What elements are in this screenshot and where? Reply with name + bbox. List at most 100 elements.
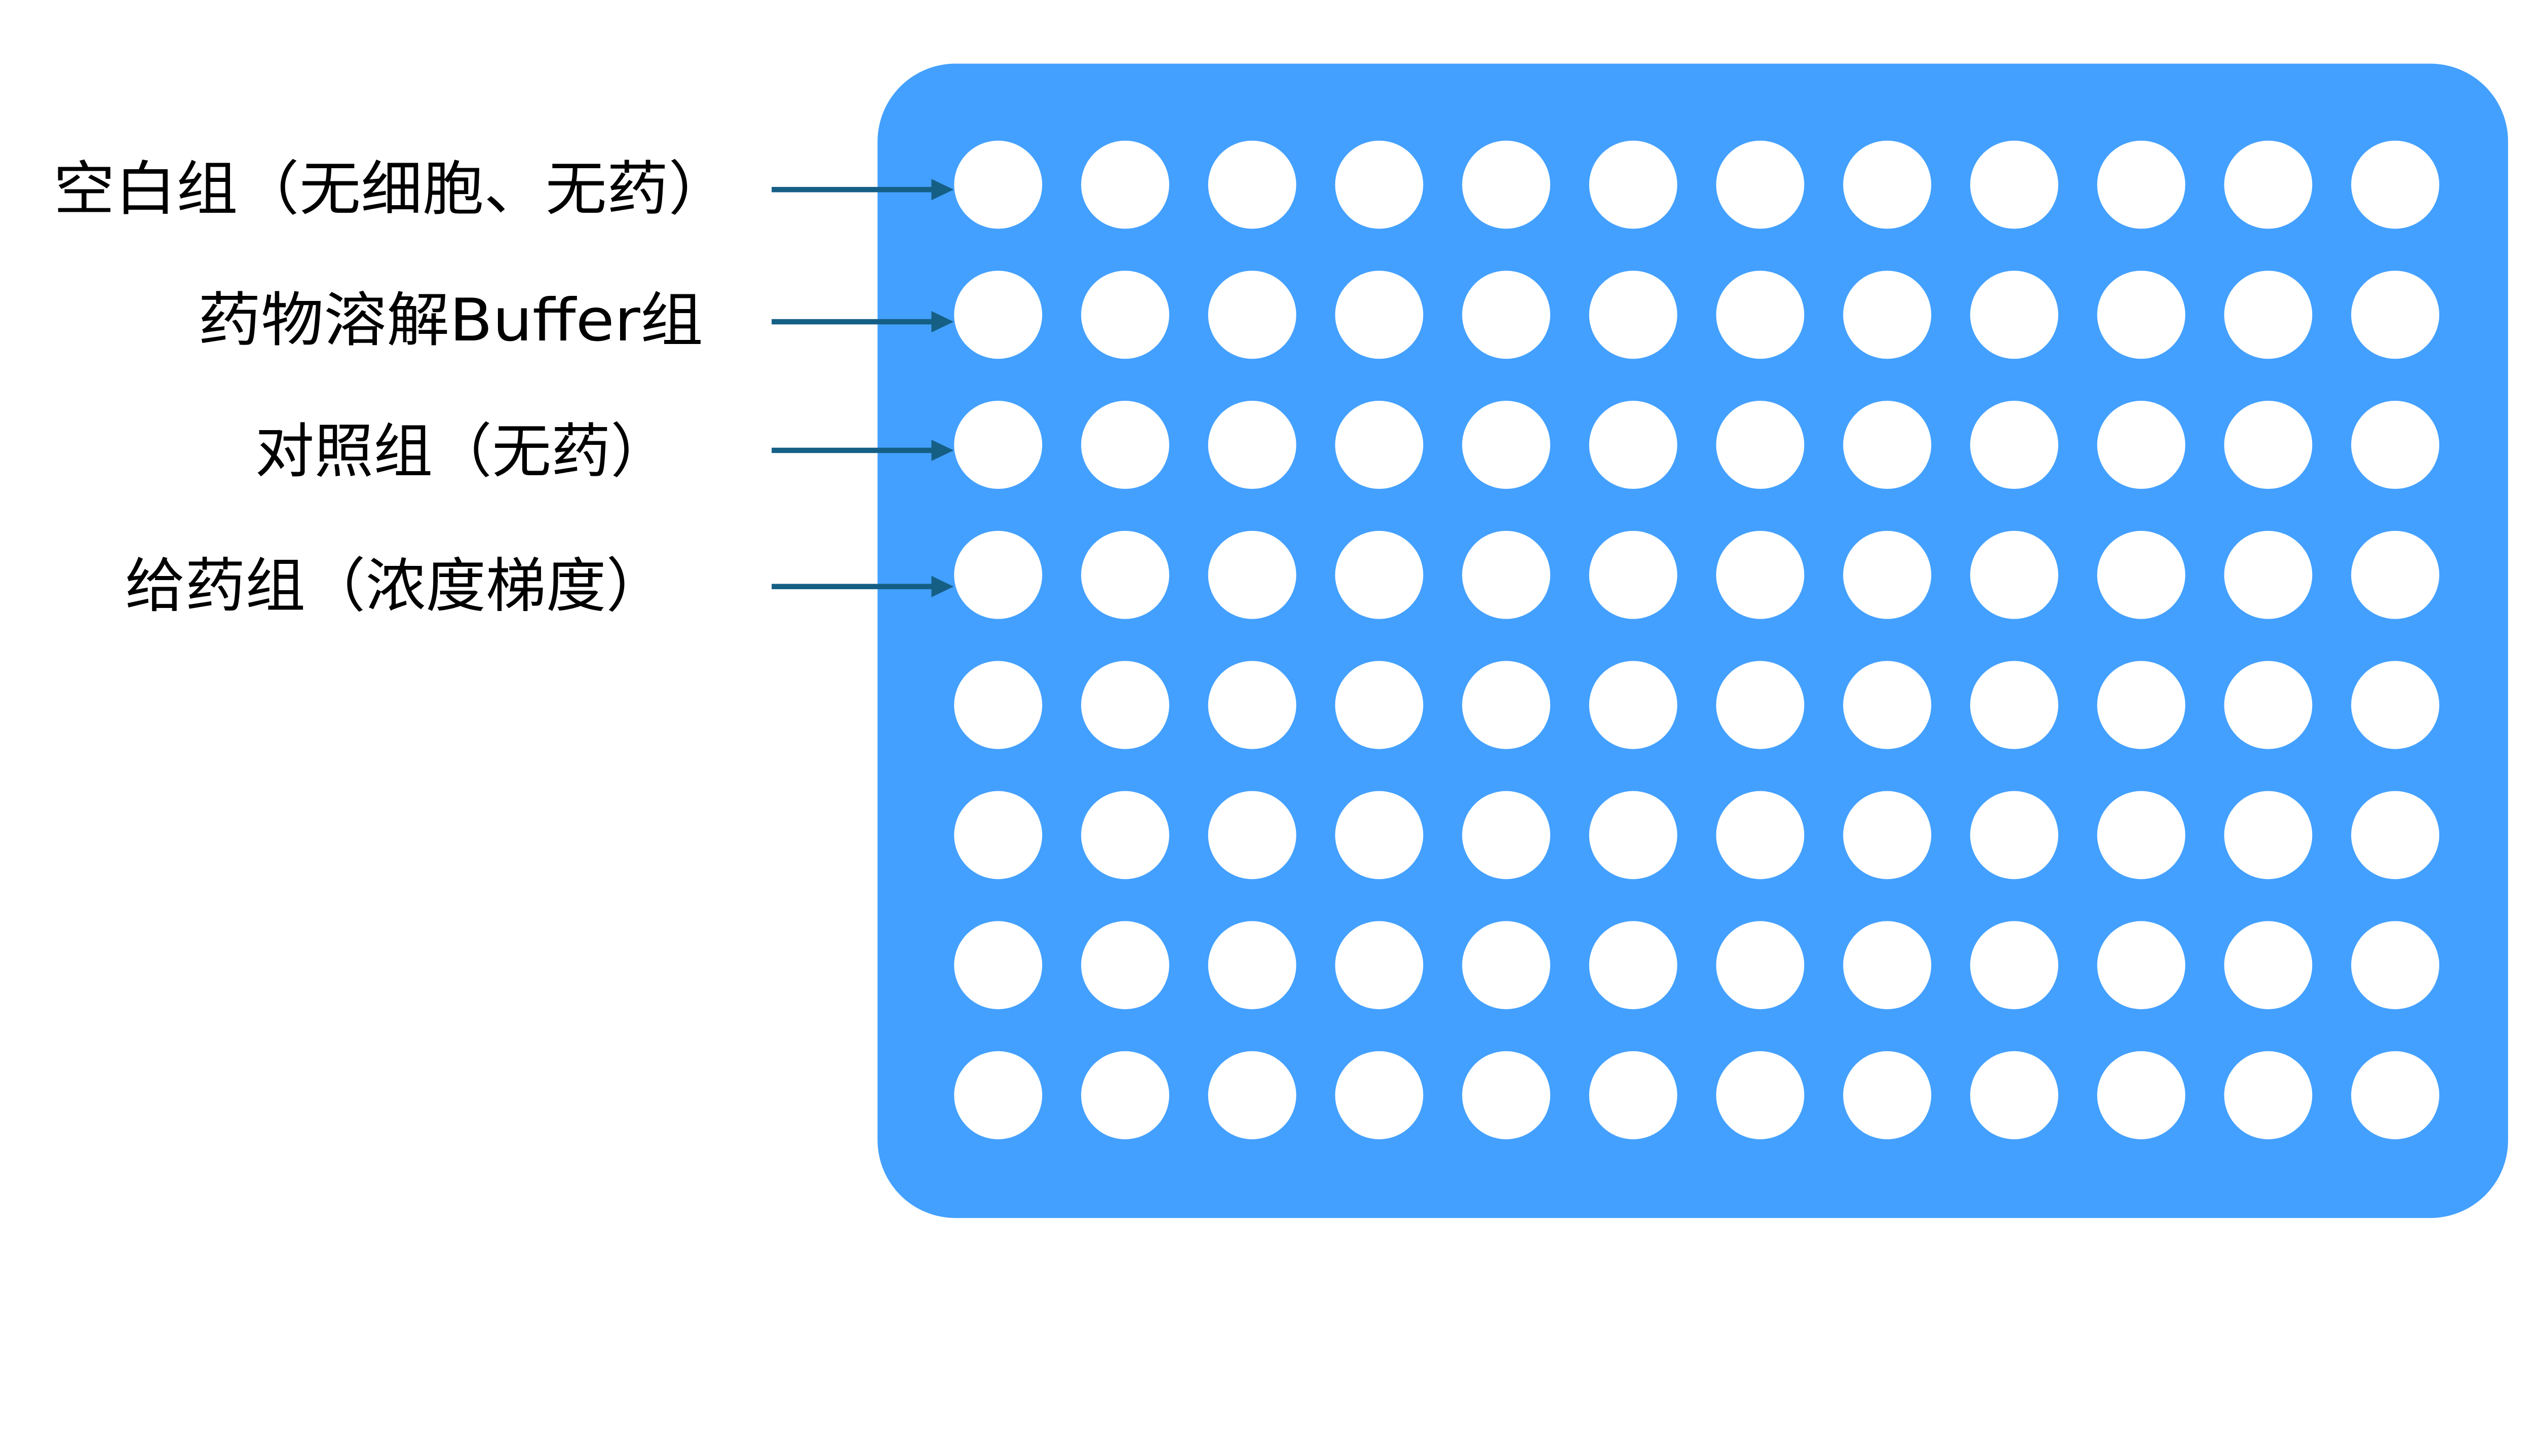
well: [1843, 271, 1932, 359]
arrow-head-icon: [931, 179, 954, 201]
well-plate: [877, 63, 2508, 1218]
well: [2224, 140, 2313, 229]
well: [1589, 401, 1677, 489]
well: [2224, 1051, 2313, 1139]
well: [1589, 140, 1677, 229]
well: [2224, 271, 2313, 359]
well: [1716, 661, 1805, 749]
well: [954, 1051, 1043, 1139]
well: [2097, 661, 2185, 749]
well: [1335, 530, 1424, 619]
well: [2097, 921, 2185, 1010]
well: [1462, 530, 1551, 619]
well: [2351, 401, 2439, 489]
well: [1716, 921, 1805, 1010]
well: [1208, 530, 1296, 619]
well: [1208, 271, 1296, 359]
arrow-blank-group: [772, 179, 954, 201]
well: [1970, 921, 2058, 1010]
arrow-head-icon: [931, 439, 954, 462]
well: [1081, 1051, 1169, 1139]
well: [1335, 1051, 1424, 1139]
well: [2224, 661, 2313, 749]
well: [1081, 530, 1169, 619]
well: [2351, 140, 2439, 229]
label-buffer-group: 药物溶解Buffer组: [198, 286, 703, 355]
wells-grid: [954, 140, 2439, 1139]
well: [1462, 791, 1551, 879]
well: [1589, 271, 1677, 359]
well: [1081, 401, 1169, 489]
well: [1970, 791, 2058, 879]
label-control-group: 对照组（无药）: [255, 417, 670, 486]
well: [2351, 921, 2439, 1010]
well: [1716, 271, 1805, 359]
well: [1462, 140, 1551, 229]
well: [2224, 401, 2313, 489]
well-plate-diagram: 空白组（无细胞、无药） 药物溶解Buffer组 对照组（无药） 给药组（浓度梯度…: [53, 63, 2508, 1218]
well: [1716, 791, 1805, 879]
well: [2224, 791, 2313, 879]
well: [2351, 1051, 2439, 1139]
well: [1335, 661, 1424, 749]
arrow-shaft: [772, 447, 932, 453]
well: [2224, 921, 2313, 1010]
well: [1716, 530, 1805, 619]
well: [1843, 140, 1932, 229]
arrow-head-icon: [931, 311, 954, 333]
well: [1970, 661, 2058, 749]
well: [2351, 791, 2439, 879]
well: [1462, 661, 1551, 749]
well: [1970, 401, 2058, 489]
well: [1843, 530, 1932, 619]
well: [1335, 401, 1424, 489]
well: [2097, 1051, 2185, 1139]
well: [2351, 530, 2439, 619]
well: [1716, 401, 1805, 489]
well: [954, 140, 1043, 229]
well: [954, 271, 1043, 359]
well: [1589, 921, 1677, 1010]
well: [1589, 791, 1677, 879]
well: [1843, 921, 1932, 1010]
arrow-head-icon: [931, 576, 954, 597]
well: [1208, 921, 1296, 1010]
well: [2097, 401, 2185, 489]
well: [1208, 140, 1296, 229]
well: [2097, 140, 2185, 229]
well: [1462, 1051, 1551, 1139]
arrow-buffer-group: [772, 311, 954, 333]
well: [1970, 530, 2058, 619]
well: [1335, 140, 1424, 229]
well: [954, 791, 1043, 879]
well: [1081, 661, 1169, 749]
well: [2351, 661, 2439, 749]
well: [1081, 271, 1169, 359]
well: [1462, 921, 1551, 1010]
arrow-shaft: [772, 186, 932, 193]
well: [1335, 791, 1424, 879]
arrow-shaft: [772, 319, 932, 325]
label-blank-group: 空白组（无细胞、无药）: [53, 155, 730, 223]
well: [1843, 661, 1932, 749]
well: [1589, 661, 1677, 749]
well: [954, 921, 1043, 1010]
well: [1208, 1051, 1296, 1139]
well: [1462, 271, 1551, 359]
well: [2224, 530, 2313, 619]
well: [1208, 661, 1296, 749]
well: [2351, 271, 2439, 359]
well: [2097, 791, 2185, 879]
label-treatment-group: 给药组（浓度梯度）: [125, 552, 666, 620]
arrows: [772, 179, 954, 597]
well: [1970, 140, 2058, 229]
well: [1970, 271, 2058, 359]
well: [1970, 1051, 2058, 1139]
well: [1335, 921, 1424, 1010]
well: [2097, 271, 2185, 359]
well: [1208, 401, 1296, 489]
well: [1716, 140, 1805, 229]
arrow-treatment-group: [772, 576, 954, 597]
arrow-control-group: [772, 439, 954, 462]
well: [1462, 401, 1551, 489]
